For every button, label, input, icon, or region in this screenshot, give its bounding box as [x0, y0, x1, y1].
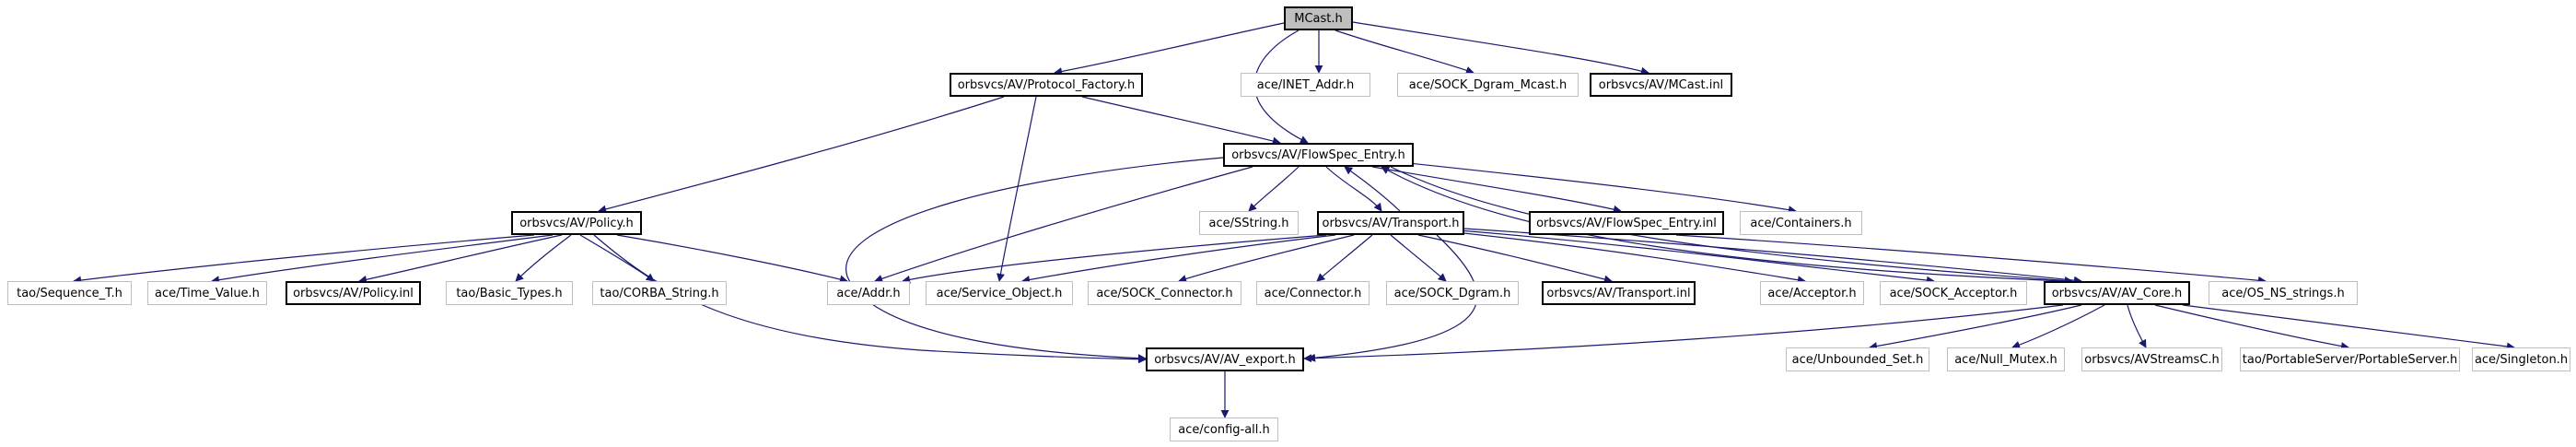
node-null-mutex-h: ace/Null_Mutex.h — [1947, 347, 2065, 371]
edge-policy-to-policy-inl — [358, 234, 563, 284]
node-time-value-h: ace/Time_Value.h — [147, 281, 267, 305]
edge-av-core-to-null-mutex — [2011, 304, 2105, 349]
edge-protocol-factory-to-policy — [598, 96, 1005, 214]
edge-mcast-to-sock-dgram-mcast — [1335, 29, 1474, 75]
node-os-ns-strings-h: ace/OS_NS_strings.h — [2209, 281, 2358, 305]
node-singleton-h: ace/Singleton.h — [2472, 347, 2570, 371]
edge-protocol-factory-to-flowspec — [1081, 96, 1281, 146]
node-sequence-t-h: tao/Sequence_T.h — [7, 281, 132, 305]
edge-transport-to-av-export — [1307, 234, 1478, 362]
node-service-object-h: ace/Service_Object.h — [926, 281, 1073, 305]
node-config-all-h: ace/config-all.h — [1170, 418, 1278, 441]
node-corba-string-h: tao/CORBA_String.h — [592, 281, 727, 305]
node-containers-h: ace/Containers.h — [1740, 211, 1862, 235]
edge-transport-to-transport-inl — [1417, 234, 1613, 284]
node-policy-h[interactable]: orbsvcs/AV/Policy.h — [511, 211, 642, 235]
node-sock-connector-h: ace/SOCK_Connector.h — [1088, 281, 1241, 305]
node-sock-acceptor-h: ace/SOCK_Acceptor.h — [1880, 281, 2027, 305]
edge-av-core-to-unbounded-set — [1869, 304, 2082, 350]
node-addr-h: ace/Addr.h — [827, 281, 910, 305]
node-sstring-h: ace/SString.h — [1199, 211, 1299, 235]
node-acceptor-h: ace/Acceptor.h — [1760, 281, 1864, 305]
node-mcast-inl[interactable]: orbsvcs/AV/MCast.inl — [1590, 73, 1732, 97]
edge-transport-to-av-core — [1463, 228, 2082, 285]
edge-av-core-to-av-export — [1303, 304, 2064, 363]
edge-transport-to-sock-connector — [1178, 234, 1355, 283]
edge-policy-to-sequence-t — [73, 234, 535, 285]
edge-flowspec-to-av-core — [1390, 166, 2073, 285]
edge-transport-to-connector — [1316, 234, 1373, 282]
edge-flowspec-inl-to-os-ns-strings — [1675, 234, 2267, 285]
edge-av-core-to-singleton — [2182, 304, 2515, 351]
edge-policy-to-basic-types — [515, 234, 572, 282]
node-connector-h: ace/Connector.h — [1256, 281, 1370, 305]
edge-transport-to-addr — [902, 234, 1327, 284]
edge-policy-to-corba-string — [579, 234, 655, 282]
node-inet-addr-h: ace/INET_Addr.h — [1241, 73, 1370, 97]
edge-flowspec-to-addr — [874, 166, 1253, 283]
node-policy-inl[interactable]: orbsvcs/AV/Policy.inl — [286, 281, 421, 305]
edge-policy-to-addr — [616, 234, 848, 284]
node-sock-dgram-mcast-h: ace/SOCK_Dgram_Mcast.h — [1397, 73, 1579, 97]
edge-av-core-to-avstreamsc — [2127, 304, 2147, 348]
edge-transport-to-sock-dgram — [1390, 234, 1447, 282]
edge-flowspec-to-containers — [1399, 161, 1797, 215]
node-flowspec-entry-h[interactable]: orbsvcs/AV/FlowSpec_Entry.h — [1223, 143, 1414, 167]
node-unbounded-set-h: ace/Unbounded_Set.h — [1786, 347, 1929, 371]
edge-protocol-factory-to-service-obj — [997, 96, 1037, 282]
node-mcast-h[interactable]: MCast.h — [1284, 6, 1353, 30]
node-portableserver-h: tao/PortableServer/PortableServer.h — [2240, 347, 2460, 371]
edge-flowspec-to-sstring — [1248, 166, 1300, 212]
edge-policy-to-time-value — [211, 234, 554, 285]
dependency-edges — [73, 21, 2515, 418]
edge-av-core-to-portableserver — [2154, 304, 2349, 350]
node-sock-dgram-h: ace/SOCK_Dgram.h — [1386, 281, 1519, 305]
edge-flowspec-to-flowspec-inl — [1371, 166, 1622, 214]
edge-flowspec-to-av-export — [845, 156, 1235, 363]
node-basic-types-h: tao/Basic_Types.h — [446, 281, 573, 305]
node-avstreamsc-h: orbsvcs/AVStreamsC.h — [2081, 347, 2222, 371]
edge-transport-to-flowspec — [1344, 166, 1401, 212]
edge-av-core-to-flowspec — [1381, 166, 2064, 282]
node-av-export-h[interactable]: orbsvcs/AV/AV_export.h — [1146, 347, 1304, 371]
node-protocol-factory-h[interactable]: orbsvcs/AV/Protocol_Factory.h — [950, 73, 1143, 97]
node-transport-h[interactable]: orbsvcs/AV/Transport.h — [1317, 211, 1464, 235]
node-av-core-h[interactable]: orbsvcs/AV/AV_Core.h — [2044, 281, 2190, 305]
node-flowspec-entry-inl[interactable]: orbsvcs/AV/FlowSpec_Entry.inl — [1529, 211, 1724, 235]
edge-mcast-to-protocol-factory — [1054, 22, 1285, 76]
edge-flowspec-to-transport — [1325, 166, 1382, 212]
edge-transport-to-sock-acceptor — [1459, 229, 1935, 285]
node-transport-inl[interactable]: orbsvcs/AV/Transport.inl — [1542, 281, 1696, 305]
edge-transport-to-service-object — [1021, 234, 1336, 284]
edge-mcast-to-mcast-inl — [1352, 21, 1649, 76]
edge-transport-to-acceptor — [1454, 231, 1806, 285]
